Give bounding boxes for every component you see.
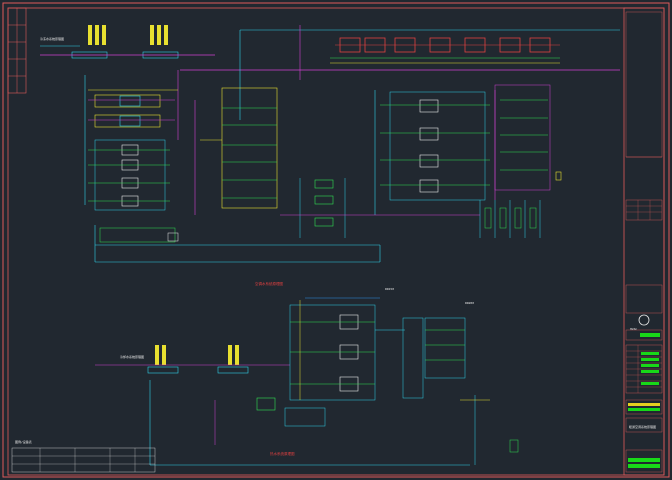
left-fan-coil-units — [88, 139, 170, 211]
middle-pump-bank — [194, 87, 278, 215]
sheet-inner-border — [7, 7, 665, 476]
callout-mid-label: DN200 — [465, 301, 474, 305]
lower-system-title: 热水系统原理图 — [270, 451, 295, 456]
company-logo-icon — [638, 314, 650, 326]
callout-top-label: DN150 — [385, 287, 394, 291]
lower-hot-water-system — [95, 297, 519, 466]
legend-table: 图例/设备表 — [11, 439, 156, 473]
upper-chilled-water-system — [40, 25, 620, 263]
title-block — [623, 7, 665, 476]
upper-system-title: 空调水系统原理图 — [255, 281, 283, 286]
outdoor-unit-array — [479, 200, 541, 238]
title-block-drawing-name: 暖通空调系统原理图 — [629, 424, 656, 429]
title-block-grid — [625, 344, 663, 394]
left-air-handling-units — [88, 89, 178, 128]
note-cooling-water: 冷却水系统原理图 — [120, 354, 144, 359]
cooling-tower-group-left — [71, 25, 179, 59]
top-chiller-row — [330, 37, 560, 64]
right-chiller-bank — [374, 90, 496, 215]
legend-title: 图例/设备表 — [15, 439, 32, 444]
far-right-cooling-coils — [494, 84, 562, 191]
note-chilled-water: 冷冻水系统原理图 — [40, 36, 64, 41]
title-block-project: HVAC — [630, 327, 637, 331]
center-heat-exchangers — [299, 178, 346, 238]
binding-strip — [7, 7, 27, 94]
